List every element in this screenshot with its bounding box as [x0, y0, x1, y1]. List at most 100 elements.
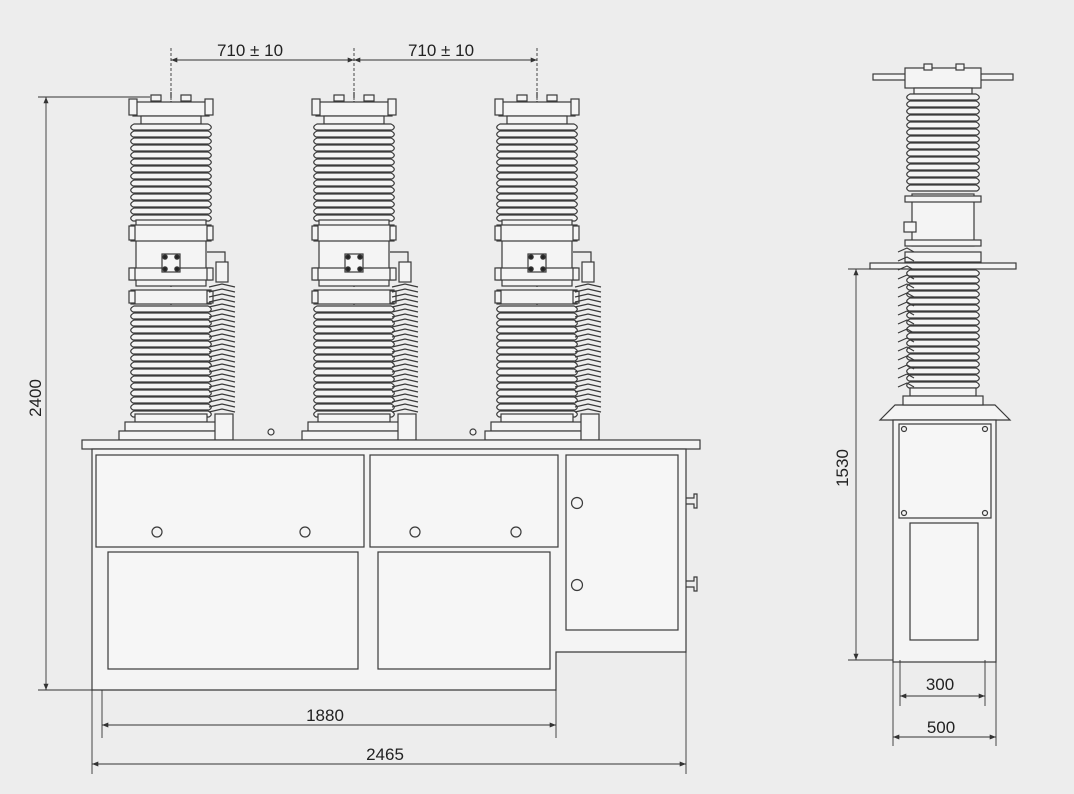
- housing-flange: [130, 224, 212, 242]
- ct-shed: [391, 303, 419, 308]
- ct-shed: [574, 368, 602, 373]
- ct-shed: [208, 408, 236, 413]
- ct-shed: [208, 373, 236, 378]
- insulator-shed: [313, 193, 395, 201]
- flange-bolt: [206, 267, 214, 281]
- ct-shed: [574, 328, 602, 333]
- insulator-shed: [906, 170, 980, 178]
- insulator-shed: [313, 130, 395, 138]
- pole-spacing-label-2: 710 ± 10: [408, 41, 474, 60]
- flange-bolt: [128, 267, 136, 281]
- upper-left-panel: [95, 454, 365, 548]
- insulator-shed: [130, 361, 212, 369]
- insulator-shed: [496, 305, 578, 313]
- ct-shed: [391, 308, 419, 313]
- insulator-shed: [906, 297, 980, 305]
- insulator-shed: [906, 325, 980, 333]
- window-bolt: [162, 254, 168, 260]
- insulator-shed: [313, 179, 395, 187]
- insulator-shed: [130, 179, 212, 187]
- terminal-nut: [546, 94, 558, 102]
- ct-shed: [391, 408, 419, 413]
- insulator-shed: [496, 193, 578, 201]
- insulator-shed: [130, 403, 212, 411]
- ct-shed: [391, 378, 419, 383]
- insulator-shed: [313, 172, 395, 180]
- window-bolt: [174, 266, 180, 272]
- insulator-shed: [313, 137, 395, 145]
- insulator-shed: [130, 333, 212, 341]
- housing-flange: [496, 224, 578, 242]
- insulator-shed: [313, 340, 395, 348]
- lower-left-panel: [107, 551, 359, 670]
- insulator-shed: [313, 144, 395, 152]
- ct-shed: [208, 343, 236, 348]
- insulator-shed: [313, 403, 395, 411]
- insulator-shed: [496, 368, 578, 376]
- panel-bolt: [510, 526, 522, 538]
- ct-shed: [574, 318, 602, 323]
- insulator-shed: [313, 354, 395, 362]
- insulator-shed: [130, 340, 212, 348]
- insulator-shed: [496, 144, 578, 152]
- panel-bolt: [299, 526, 311, 538]
- insulator-shed: [496, 151, 578, 159]
- side-view: [869, 63, 1017, 663]
- ct-shed: [208, 378, 236, 383]
- window-bolt: [528, 254, 534, 260]
- ct-shed: [208, 283, 236, 288]
- insulator-shed: [313, 347, 395, 355]
- insulator-shed: [313, 200, 395, 208]
- ct-shed: [208, 333, 236, 338]
- flange-bolt: [128, 290, 136, 304]
- lower-flange: [313, 289, 395, 305]
- ct-shed: [391, 373, 419, 378]
- lower-middle-panel: [377, 551, 551, 670]
- insulator-shed: [313, 158, 395, 166]
- window-bolt: [357, 266, 363, 272]
- ct-shed: [574, 363, 602, 368]
- top-terminal: [132, 101, 210, 117]
- pole-group: [118, 92, 602, 441]
- side-dimension-labels: 1530 300 500: [833, 449, 955, 737]
- flange-bolt: [572, 267, 580, 281]
- ct-shed: [208, 353, 236, 358]
- ct-shed: [574, 293, 602, 298]
- ct-lead: [207, 251, 226, 266]
- pole-base: [307, 421, 401, 432]
- window-bolt: [345, 266, 351, 272]
- side-lower-panel: [909, 522, 979, 641]
- insulator-shed: [906, 381, 980, 389]
- insulator-shed: [906, 311, 980, 319]
- ct-shed: [391, 358, 419, 363]
- pole: [301, 92, 419, 441]
- panel-bolt: [409, 526, 421, 538]
- insulator-shed: [130, 382, 212, 390]
- ct-shed: [208, 393, 236, 398]
- lower-flange: [496, 289, 578, 305]
- ct-shed: [391, 368, 419, 373]
- pole-base: [118, 430, 224, 441]
- insulator-shed: [906, 93, 980, 101]
- ct-shed: [208, 338, 236, 343]
- insulator-shed: [313, 123, 395, 131]
- ct-shed: [391, 333, 419, 338]
- ct-shed: [208, 398, 236, 403]
- side-terminal: [686, 576, 698, 592]
- ct-shed: [208, 363, 236, 368]
- ct-shed: [391, 393, 419, 398]
- insulator-shed: [313, 333, 395, 341]
- insulator-shed: [906, 318, 980, 326]
- top-terminal: [315, 101, 393, 117]
- insulator-shed: [906, 107, 980, 115]
- ct-shed: [574, 333, 602, 338]
- ct-shed: [897, 337, 915, 343]
- ct-shed: [574, 378, 602, 383]
- insulator-shed: [906, 184, 980, 192]
- flange-bolt: [311, 290, 319, 304]
- upper-middle-panel: [369, 454, 559, 548]
- insulator-shed: [130, 137, 212, 145]
- window-bolt: [162, 266, 168, 272]
- terminal-nut: [333, 94, 345, 102]
- insulator-shed: [496, 382, 578, 390]
